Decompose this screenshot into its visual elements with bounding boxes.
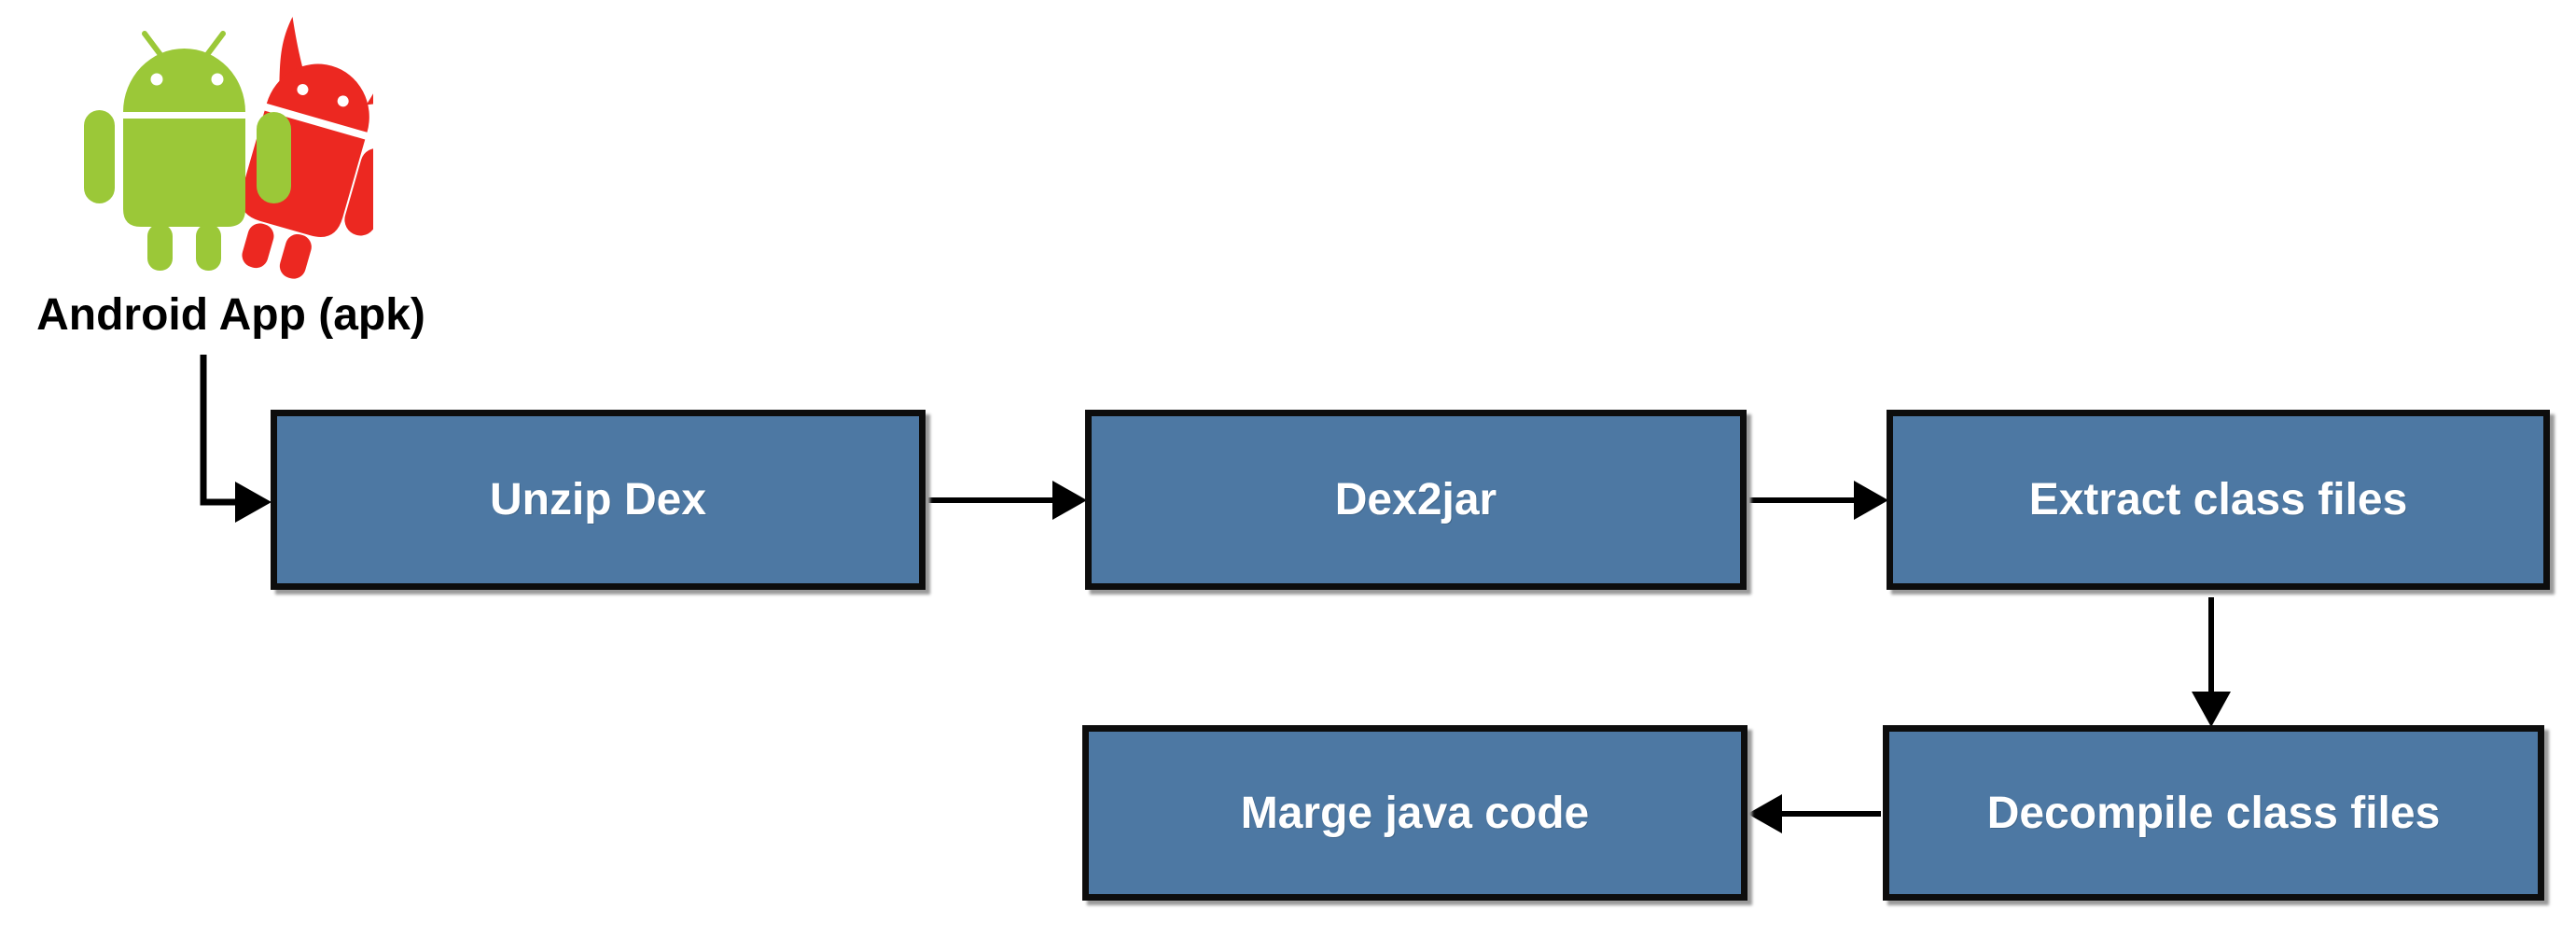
node-extract-class-files: Extract class files xyxy=(1887,410,2550,590)
android-malware-icon xyxy=(84,16,373,279)
node-unzip-dex: Unzip Dex xyxy=(271,410,926,590)
source-label: Android App (apk) xyxy=(36,290,425,340)
arrow-unzip-to-dex2jar xyxy=(928,481,1087,520)
arrow-apk-to-unzip xyxy=(200,355,272,523)
node-unzip-dex-label: Unzip Dex xyxy=(489,475,707,524)
node-marge-java-code: Marge java code xyxy=(1082,725,1748,901)
android-robot-figure xyxy=(84,31,291,271)
node-decompile-class-files-label: Decompile class files xyxy=(1986,788,2441,838)
node-marge-java-code-label: Marge java code xyxy=(1240,788,1590,838)
arrow-dex2jar-to-extract xyxy=(1749,481,1888,520)
arrow-extract-to-decompile xyxy=(2192,597,2231,727)
arrow-decompile-to-marge xyxy=(1748,794,1881,833)
node-extract-class-files-label: Extract class files xyxy=(2028,475,2408,524)
node-decompile-class-files: Decompile class files xyxy=(1883,725,2544,901)
node-dex2jar-label: Dex2jar xyxy=(1334,475,1497,524)
node-dex2jar: Dex2jar xyxy=(1085,410,1747,590)
